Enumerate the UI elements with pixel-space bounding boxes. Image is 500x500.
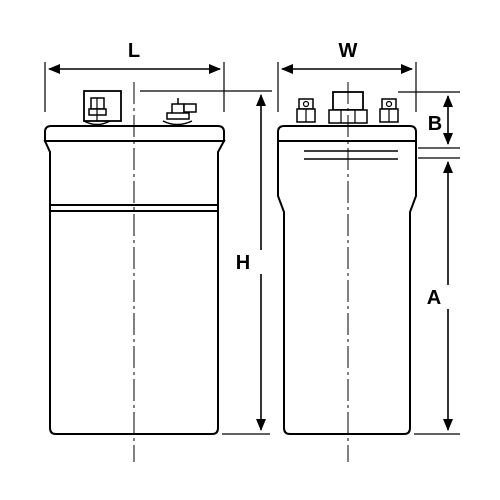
side-body bbox=[277, 140, 417, 435]
dimension-length bbox=[44, 62, 225, 112]
side-view bbox=[277, 82, 417, 462]
dimension-width bbox=[277, 62, 417, 112]
front-terminal-right bbox=[162, 98, 197, 126]
label-bg-height bbox=[250, 250, 272, 274]
label-height: H bbox=[236, 252, 250, 274]
label-bg-body-height bbox=[437, 285, 459, 309]
label-width: W bbox=[339, 40, 358, 62]
dimension-terminal-height bbox=[398, 91, 460, 149]
front-terminal-left bbox=[83, 90, 122, 126]
side-terminal-left bbox=[296, 98, 316, 123]
label-body-height: A bbox=[427, 287, 441, 309]
front-view bbox=[43, 82, 226, 462]
side-terminal-right bbox=[379, 98, 399, 123]
label-terminal-height: B bbox=[428, 113, 442, 135]
label-length: L bbox=[128, 40, 140, 62]
side-lid bbox=[277, 125, 417, 142]
